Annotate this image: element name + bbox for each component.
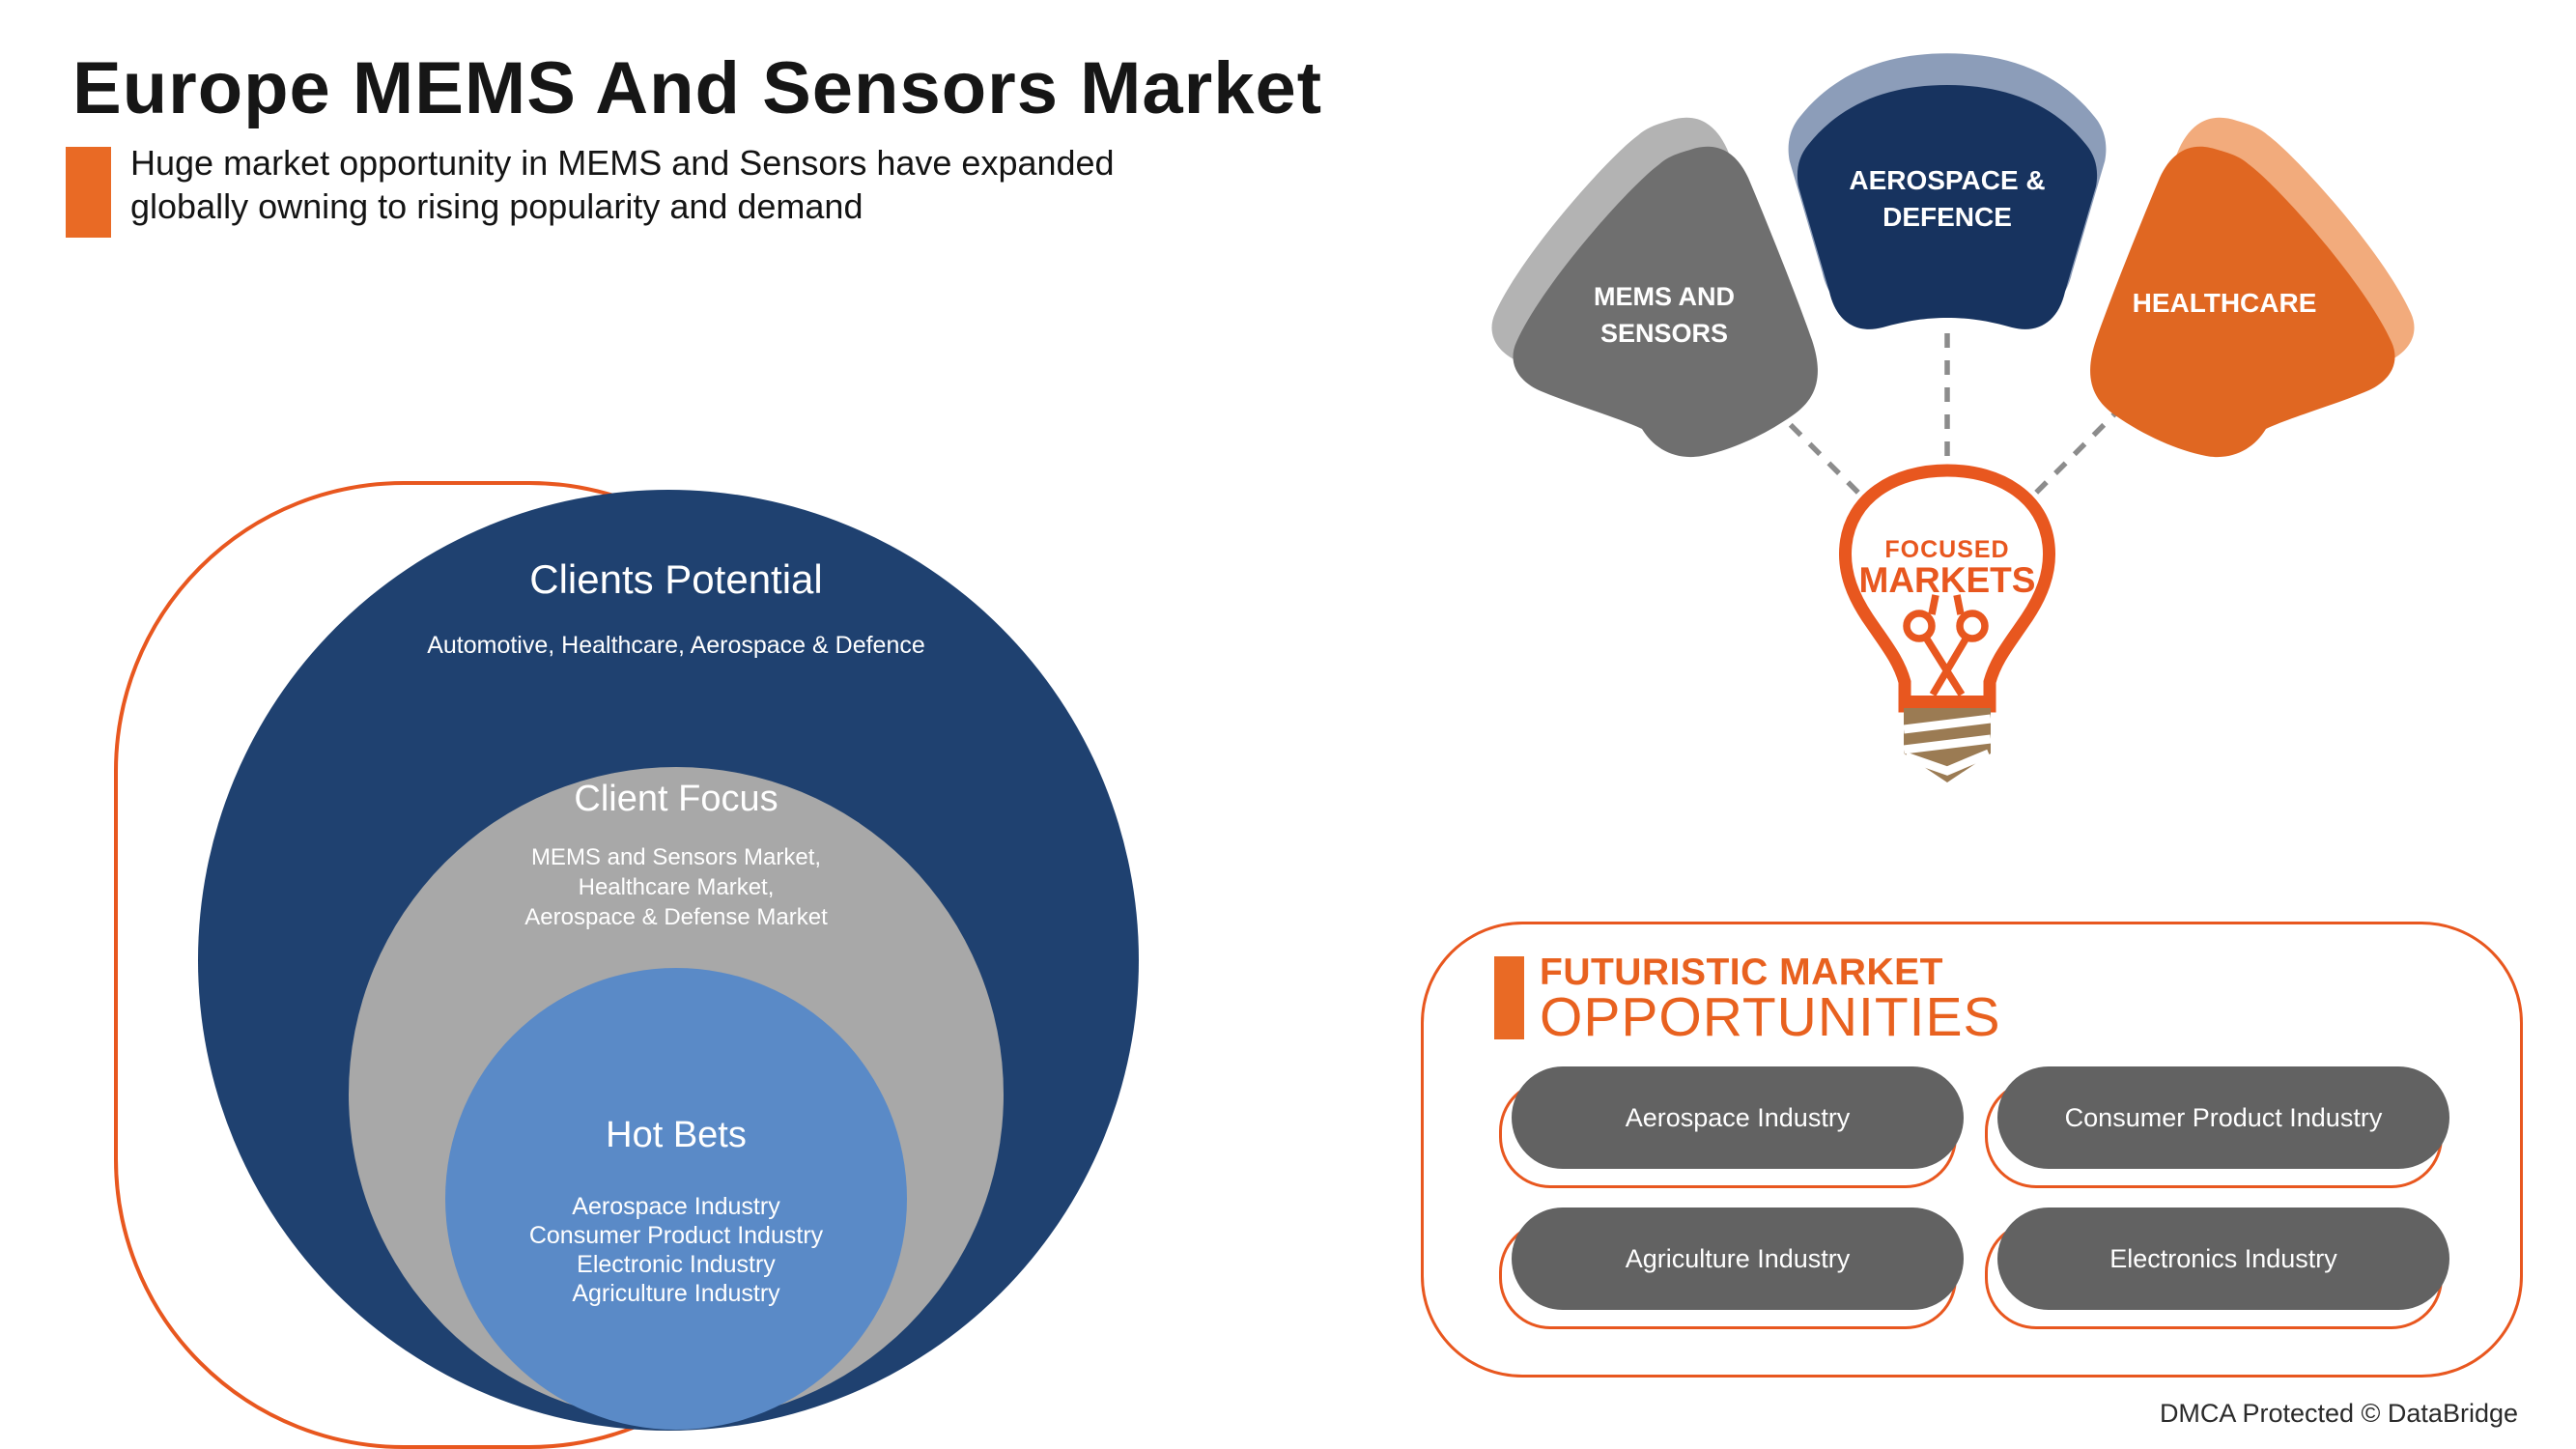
- opportunity-pill-electronics: Electronics Industry: [1985, 1208, 2449, 1329]
- petal-healthcare-shape: [2090, 146, 2395, 458]
- dashed-connector-lines: [1769, 333, 2125, 504]
- subtitle-accent-bar: [66, 147, 111, 238]
- hot-bets-item: Agriculture Industry: [572, 1280, 780, 1307]
- opportunities-accent-bar: [1494, 956, 1524, 1039]
- petal-label-line: DEFENCE: [1882, 202, 2012, 232]
- page-subtitle-line2: globally owning to rising popularity and…: [130, 186, 863, 226]
- pill-label: Consumer Product Industry: [1997, 1066, 2449, 1169]
- page-subtitle-line1: Huge market opportunity in MEMS and Sens…: [130, 143, 1115, 183]
- petal-label-healthcare: HEALTHCARE: [2089, 288, 2360, 319]
- dashed-line-right: [2024, 404, 2125, 504]
- hot-bets-item: Aerospace Industry: [572, 1193, 780, 1220]
- bulb-glass-outline: [1838, 464, 2056, 713]
- clients-potential-subtitle: Automotive, Healthcare, Aerospace & Defe…: [427, 632, 925, 659]
- petal-mems-shape: [1513, 146, 1818, 458]
- client-focus-title: Client Focus: [574, 779, 778, 819]
- bulb-label-markets: MARKETS: [1858, 560, 2036, 600]
- dashed-line-left: [1769, 404, 1870, 504]
- clients-potential-title: Clients Potential: [529, 556, 823, 602]
- petal-aerospace-shape: [1797, 85, 2098, 329]
- client-focus-item: Aerospace & Defense Market: [524, 904, 828, 930]
- petal-aerospace-defence: [1788, 53, 2107, 329]
- client-focus-list: MEMS and Sensors Market, Healthcare Mark…: [386, 842, 966, 932]
- pill-label: Electronics Industry: [1997, 1208, 2449, 1310]
- petal-healthcare: [2090, 117, 2415, 458]
- page-subtitle: Huge market opportunity in MEMS and Sens…: [130, 141, 1115, 228]
- client-focus-item: Healthcare Market,: [578, 874, 775, 900]
- hot-bets-list: Aerospace Industry Consumer Product Indu…: [406, 1192, 947, 1308]
- opportunities-heading-line2: OPPORTUNITIES: [1540, 986, 2001, 1048]
- bulb-base-stripes: [1903, 714, 1992, 776]
- opportunity-pill-agriculture: Agriculture Industry: [1499, 1208, 1964, 1329]
- client-focus-item: MEMS and Sensors Market,: [530, 844, 822, 870]
- hot-bets-circle: [445, 968, 907, 1430]
- page-title: Europe MEMS And Sensors Market: [72, 47, 1323, 129]
- petal-label-line: SENSORS: [1599, 319, 1729, 348]
- hot-bets-item: Electronic Industry: [577, 1251, 776, 1278]
- petal-label-line: HEALTHCARE: [2132, 288, 2317, 318]
- bulb-neck-band: [1902, 696, 1993, 708]
- pill-label: Aerospace Industry: [1512, 1066, 1964, 1169]
- petal-label-line: AEROSPACE &: [1849, 165, 2046, 195]
- petal-label-mems: MEMS AND SENSORS: [1539, 278, 1790, 352]
- lightbulb-icon: [1838, 464, 2056, 782]
- hot-bets-title: Hot Bets: [606, 1115, 747, 1155]
- bulb-label-focused: FOCUSED: [1884, 536, 2010, 563]
- opportunities-panel: [1421, 922, 2523, 1378]
- opportunities-heading-line1: FUTURISTIC MARKET: [1540, 952, 1943, 993]
- dmca-copyright: DMCA Protected © DataBridge: [2159, 1399, 2518, 1428]
- petal-label-line: MEMS AND: [1594, 282, 1735, 311]
- bulb-filament: [1903, 594, 1989, 696]
- hot-bets-item: Consumer Product Industry: [528, 1222, 824, 1249]
- petal-label-aerospace: AEROSPACE & DEFENCE: [1812, 162, 2082, 236]
- opportunity-pill-consumer-product: Consumer Product Industry: [1985, 1066, 2449, 1188]
- opportunity-pill-aerospace: Aerospace Industry: [1499, 1066, 1964, 1188]
- petal-mems-and-sensors: [1491, 117, 1818, 458]
- pill-label: Agriculture Industry: [1512, 1208, 1964, 1310]
